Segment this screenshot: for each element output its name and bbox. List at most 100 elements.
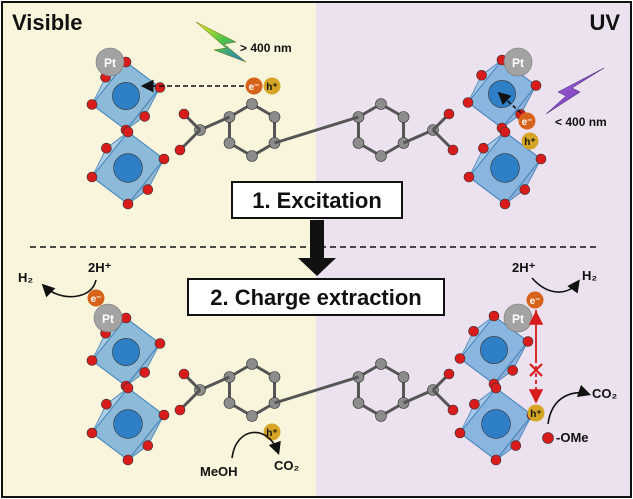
top-linker-ring-right-carbon	[397, 111, 410, 123]
bottom-left-octahedron-upper-metal	[112, 338, 140, 366]
bottom-left-octahedron-lower-oxygen	[86, 427, 98, 439]
top-left-octahedron-upper-metal	[112, 82, 140, 110]
bottom-right-h2-label: H₂	[582, 268, 597, 283]
bottom-right-2h-label: 2H⁺	[512, 260, 536, 275]
top-left-electron: e⁻	[245, 77, 263, 95]
visible-title: Visible	[12, 10, 83, 35]
top-linker-carboxyl-oxygen	[443, 108, 455, 120]
bottom-right-octahedron-upper-face2	[493, 341, 529, 385]
svg-text:h⁺: h⁺	[266, 428, 277, 439]
bottom-linker-ring-left-carbon	[246, 410, 258, 422]
bottom-left-pt-label: Pt	[102, 312, 114, 326]
bottom-linker-ring-right-carbon	[352, 397, 365, 409]
top-right-pt	[503, 47, 533, 77]
step1-box	[231, 181, 403, 219]
top-right-octahedron-upper-oxygen	[530, 80, 542, 91]
svg-text:e⁻: e⁻	[249, 82, 260, 93]
bottom-linker-carboxyl-oxygen	[178, 368, 190, 380]
bottom-right-hole: h⁺	[527, 404, 545, 422]
bottom-left-octahedron-upper-oxygen	[154, 338, 166, 349]
top-left-octahedron-lower-oxygen	[101, 142, 112, 154]
top-right-octahedron-lower-oxygen	[478, 142, 489, 154]
bottom-right-octahedron-lower-face	[459, 387, 497, 434]
bottom-right-octahedron-lower-oxygen	[469, 398, 480, 410]
top-left-octahedron-upper-oxygen	[139, 111, 150, 122]
top-linker-carboxyl-oxygen	[178, 108, 190, 120]
top-left-octahedron-lower-oxygen	[122, 126, 134, 138]
top-right-hole: h⁺	[521, 132, 539, 150]
bottom-left-electron: e⁻	[87, 289, 105, 307]
visible-light-bolt-icon	[195, 21, 247, 63]
methoxy-oxygen	[542, 432, 554, 444]
bottom-linker-ring-right-carbon	[375, 358, 387, 370]
bottom-right-octahedron-upper-metal	[480, 336, 508, 364]
top-right-octahedron-lower-metal	[490, 153, 520, 183]
bottom-linker-ring-left-carbon	[268, 371, 281, 383]
top-linker-ring-right-carbon	[352, 137, 365, 149]
bottom-right-octahedron-upper-oxygen	[454, 353, 466, 364]
bottom-left-octahedron-lower-oxygen	[142, 440, 154, 451]
top-left-octahedron-lower-face	[91, 131, 129, 178]
bottom-left-h2-arrow	[41, 279, 97, 298]
uv-title: UV	[589, 10, 620, 35]
bottom-left-2h-label: 2H⁺	[88, 260, 112, 275]
blocked-x-icon	[529, 363, 543, 377]
bottom-left-co2-label: CO₂	[274, 458, 300, 473]
bottom-left-h2-label: H₂	[18, 270, 33, 285]
top-right-transfer-arrow	[497, 91, 522, 114]
step-arrow-head	[298, 258, 336, 276]
top-linker-ring-left-carbon	[223, 137, 236, 149]
svg-text:h⁺: h⁺	[530, 409, 541, 420]
bottom-right-h2-arrow	[531, 277, 580, 294]
step2-box	[187, 278, 445, 316]
top-right-octahedron-upper-oxygen	[462, 97, 474, 108]
bottom-left-octahedron-upper-oxygen	[86, 355, 98, 366]
top-left-hole: h⁺	[263, 77, 281, 95]
bottom-right-co2-label: CO₂	[592, 386, 618, 401]
svg-text:h⁺: h⁺	[524, 137, 535, 148]
top-left-octahedron-upper-oxygen	[86, 99, 98, 110]
bottom-left-octahedron-lower-face2	[127, 414, 165, 461]
bottom-left-octahedron-lower-face	[91, 387, 129, 434]
step-arrow-shaft	[310, 220, 324, 260]
top-right-octahedron-upper-face	[467, 59, 503, 103]
step1-label: 1. Excitation	[252, 188, 382, 213]
top-right-electron: e⁻	[518, 112, 536, 130]
bottom-right-pt-label: Pt	[512, 312, 524, 326]
top-left-pt-label: Pt	[104, 56, 116, 70]
bottom-left-octahedron-upper-face2	[125, 343, 161, 387]
top-right-octahedron-lower-oxygen	[535, 153, 547, 165]
step2-label: 2. Charge extraction	[210, 285, 422, 310]
bottom-right-electron: e⁻	[526, 291, 544, 309]
top-left-octahedron-lower-oxygen	[158, 153, 170, 165]
bottom-right-octahedron-upper-face	[459, 315, 495, 359]
bottom-linker-ring-left-carbon	[246, 358, 258, 370]
top-linker-ring-right-carbon	[375, 98, 387, 110]
top-linker-carboxyl-oxygen	[447, 144, 459, 156]
top-left-octahedron-lower-oxygen	[86, 171, 98, 183]
top-left-octahedron-lower-oxygen	[122, 198, 134, 210]
bottom-right-octahedron-lower-oxygen	[454, 427, 466, 439]
top-right-octahedron-lower-oxygen	[499, 198, 511, 210]
top-left-octahedron-lower-oxygen	[142, 184, 154, 195]
uv-wavelength-label: < 400 nm	[555, 115, 607, 129]
top-right-octahedron-upper-metal	[488, 80, 516, 108]
top-linker-ring-left-carbon	[268, 111, 281, 123]
bottom-left-octahedron-upper-oxygen	[120, 312, 132, 324]
bottom-left-octahedron-lower-oxygen	[101, 398, 112, 410]
meoh-label: MeOH	[200, 464, 238, 479]
top-linker-bridge	[274, 115, 359, 145]
bottom-left-octahedron-upper-oxygen	[139, 367, 150, 378]
bottom-linker-ring-right-carbon	[397, 371, 410, 383]
bottom-left-hole: h⁺	[263, 423, 281, 441]
top-left-octahedron-upper-face2	[125, 87, 161, 131]
top-linker-ring-left-carbon	[246, 98, 258, 110]
top-left-octahedron-upper-oxygen	[154, 82, 166, 93]
top-right-octahedron-upper-oxygen	[476, 70, 487, 81]
bottom-right-octahedron-lower-oxygen	[510, 440, 522, 451]
top-right-octahedron-lower-oxygen	[499, 126, 511, 138]
top-right-octahedron-lower-face2	[504, 158, 542, 205]
top-left-octahedron-lower-metal	[113, 153, 143, 183]
